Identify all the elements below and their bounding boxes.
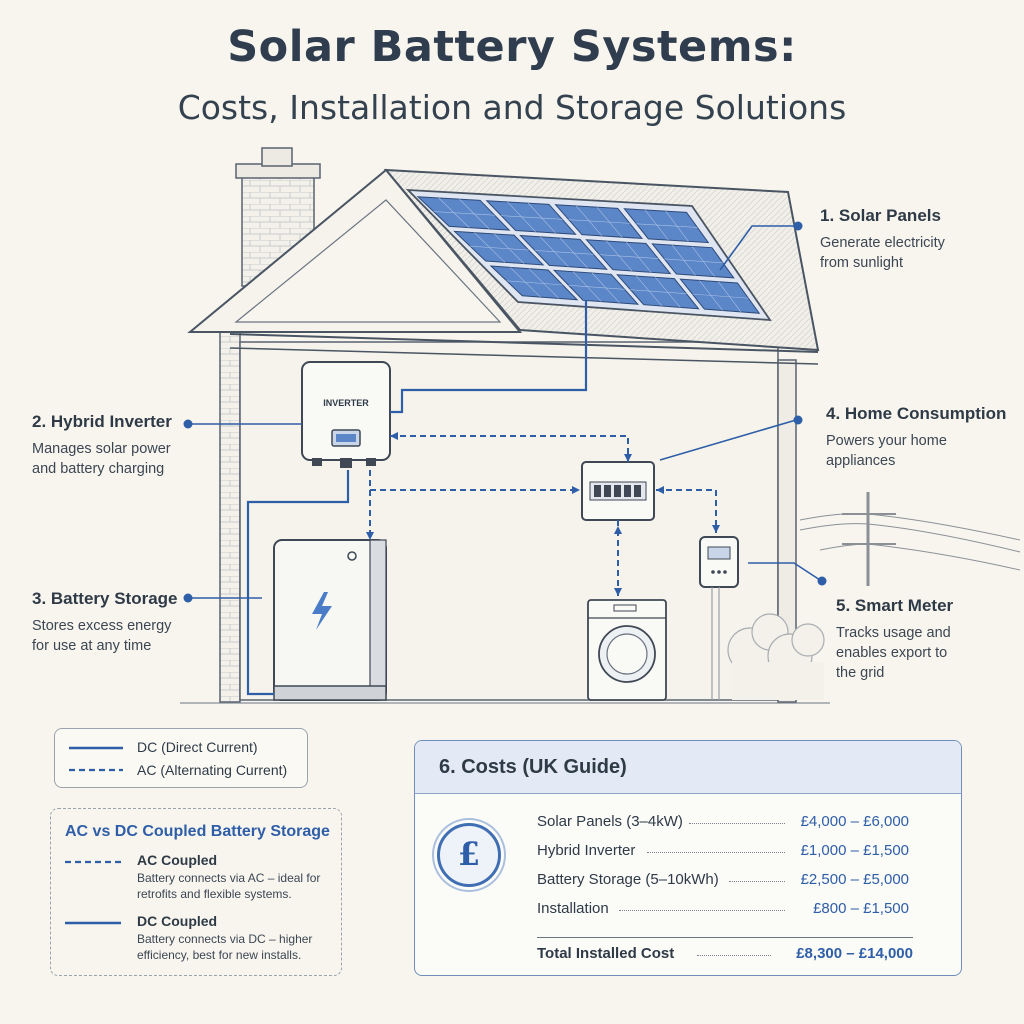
total-label: Total Installed Cost [537,945,675,962]
dc-coupled-title: DC Coupled [137,913,218,929]
dc-wiring [246,300,588,696]
callout-line: Powers your home [826,433,947,449]
line-legend: DC (Direct Current) AC (Alternating Curr… [54,728,308,788]
utility-pole [799,492,1021,586]
page-title: Solar Battery Systems: [227,22,797,72]
callout-line: Stores excess energy [32,618,172,634]
legend-ac-label: AC (Alternating Current) [137,762,288,778]
cost-label: Hybrid Inverter [537,842,636,859]
dc-coupled-desc: Battery connects via DC – higher efficie… [137,932,313,962]
callout-line: enables export to [836,645,948,661]
pound-symbol: £ [457,835,481,873]
callout-line: from sunlight [820,255,904,271]
total-divider [537,937,913,938]
panel-grid-line [433,211,495,216]
panel-grid-line [568,284,625,290]
panel-grid-line [506,280,563,286]
callout-leaders [190,225,821,599]
panel-grid-line [664,258,723,264]
legend-swatches [69,746,123,772]
callout-heading: 5. Smart Meter [836,596,954,615]
leader-dots [647,852,785,853]
bush-decoration [727,613,825,700]
callout-line: appliances [826,453,896,469]
panel-grid-line [599,254,659,259]
cost-value: £4,000 – £6,000 [800,813,909,830]
callout-heading: 3. Battery Storage [32,589,178,608]
callout-line: Manages solar power [32,441,171,457]
pound-coin-icon: £ [437,823,501,887]
solar-panel-array [405,188,772,322]
breaker-switch [634,485,641,497]
panel-grid-line [534,250,594,255]
cost-value: £2,500 – £5,000 [800,871,909,888]
lightning-bolt-icon [312,592,332,630]
breaker-switch [614,485,621,497]
callout-line: Generate electricity [820,235,945,251]
panel-grid-line [630,289,687,295]
callout-heading: 4. Home Consumption [826,404,1007,423]
callout-home-consumption: 4. Home Consumption Powers your home app… [826,404,1006,471]
total-value: £8,300 – £14,000 [796,945,913,962]
callout-solar-panels: 1. Solar Panels Generate electricity fro… [820,206,945,273]
leader-dots [619,910,785,911]
cost-value: £800 – £1,500 [813,900,909,917]
smart-meter-device [699,536,739,700]
panel-grid-line [568,219,630,224]
panel-grid-line [501,215,563,220]
callout-heading: 2. Hybrid Inverter [32,412,172,431]
cost-label: Battery Storage (5–10kWh) [537,871,719,888]
cost-label: Installation [537,900,609,917]
coupling-swatches [65,860,121,925]
callout-line: Tracks usage and [836,625,951,641]
page-subtitle: Costs, Installation and Storage Solution… [177,88,847,127]
panel-grid-line [470,245,529,251]
callout-hybrid-inverter: 2. Hybrid Inverter Manages solar power a… [32,412,172,479]
costs-panel: 6. Costs (UK Guide) £ Solar Panels (3–4k… [414,740,962,976]
breaker-switch [594,485,601,497]
breaker-switch [604,485,611,497]
panel-grid-line [692,293,749,299]
total-cost-row: Total Installed Cost £8,300 – £14,000 [537,945,913,962]
ac-coupled-title: AC Coupled [137,852,218,868]
leader-dots [729,881,785,882]
callout-line: and battery charging [32,461,165,477]
ac-coupled-desc: Battery connects via AC – ideal for retr… [137,871,321,901]
callout-line: for use at any time [32,638,152,654]
inverter-unit: INVERTER [301,361,391,468]
leader-dots [689,823,785,824]
washing-machine-appliance [587,599,667,701]
leader-dots [697,955,771,956]
callout-dots [183,221,827,603]
callout-smart-meter: 5. Smart Meter Tracks usage and enables … [836,596,953,683]
panel-grid-line [636,223,698,228]
callout-line: the grid [836,665,885,681]
consumer-unit [581,461,655,521]
battery-unit [273,539,387,701]
breaker-switch [624,485,631,497]
wiring-arrows [366,432,720,596]
callout-heading: 1. Solar Panels [820,206,941,225]
cost-label: Solar Panels (3–4kW) [537,813,683,830]
coupling-info-box: AC vs DC Coupled Battery Storage AC Coup… [50,808,342,976]
callout-battery-storage: 3. Battery Storage Stores excess energy … [32,589,178,656]
inverter-label: INVERTER [323,398,369,408]
coupling-title: AC vs DC Coupled Battery Storage [65,823,330,840]
legend-dc-label: DC (Direct Current) [137,739,258,755]
costs-heading: 6. Costs (UK Guide) [415,741,961,794]
cost-value: £1,000 – £1,500 [800,842,909,859]
